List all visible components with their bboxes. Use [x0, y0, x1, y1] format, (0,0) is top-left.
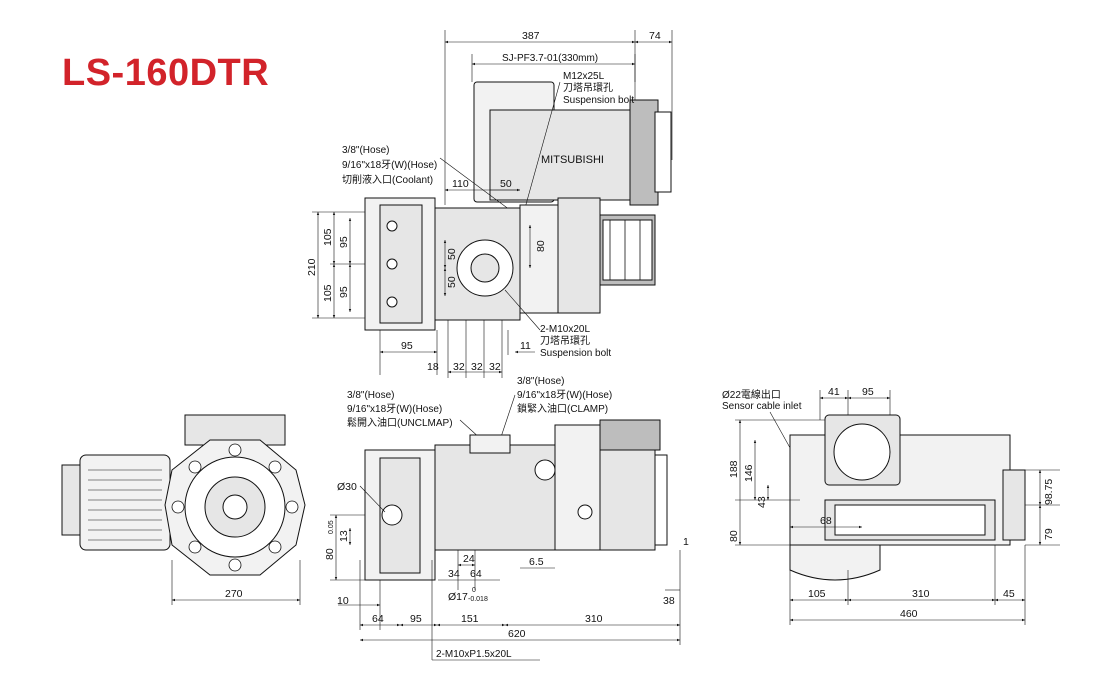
- coolant-note-2: 9/16"x18牙(W)(Hose): [342, 159, 437, 171]
- right-end-cap: [1002, 469, 1026, 541]
- coolant-note-1: 3/8"(Hose): [342, 145, 389, 156]
- dim-34: 34: [448, 568, 460, 580]
- dim-11: 11: [520, 340, 531, 352]
- right-disc-bottom: [789, 544, 881, 581]
- model-title: LS-160DTR: [62, 52, 270, 94]
- unclamp-note-3: 鬆開入油口(UNCLMAP): [347, 416, 453, 429]
- gear-casing: [557, 197, 601, 314]
- dim-41: 41: [828, 386, 840, 398]
- dim-95-bottom: 95: [401, 340, 413, 352]
- dim-79: 79: [1043, 528, 1055, 540]
- thread-note: 2-M10xP1.5x20L: [436, 649, 512, 660]
- top-view: 387 74 SJ-PF3.7-01(330mm) MITSUBISHI M12…: [306, 30, 673, 378]
- side-housing: [434, 444, 556, 551]
- bolt-top-note-3: Suspension bolt: [563, 95, 634, 106]
- unclamp-note-2: 9/16"x18牙(W)(Hose): [347, 403, 442, 415]
- right-view: Ø22電線出口 Sensor cable inlet 41 95 188 80 …: [722, 386, 1060, 625]
- dim-105-b: 105: [322, 284, 334, 302]
- dim-74: 74: [649, 30, 661, 42]
- dim-32-c: 32: [489, 361, 501, 373]
- bolt-top-note-2: 刀塔吊環孔: [563, 81, 613, 94]
- motor-flange: [629, 99, 659, 206]
- motor-cap: [654, 111, 672, 193]
- side-servo: [599, 419, 661, 451]
- dim-64-a: 64: [372, 613, 384, 625]
- turret-face: [379, 204, 423, 324]
- side-view: 3/8"(Hose) 9/16"x18牙(W)(Hose) 鬆開入油口(UNCL…: [324, 376, 689, 661]
- dim-64-b: 64: [470, 568, 482, 580]
- dim-105-right: 105: [808, 588, 826, 600]
- dim-105-a: 105: [322, 228, 334, 246]
- dim-95-side: 95: [410, 613, 422, 625]
- dim-24: 24: [463, 553, 475, 565]
- dim-45: 45: [1003, 588, 1015, 600]
- dim-387: 387: [522, 30, 540, 42]
- dim-98-75: 98.75: [1043, 479, 1055, 505]
- clamp-note-3: 鎖緊入油口(CLAMP): [517, 402, 608, 415]
- dim-13: 13: [338, 530, 350, 542]
- dim-310-side: 310: [585, 613, 603, 625]
- dim-95-b: 95: [338, 286, 350, 298]
- bolt-bot-note-1: 2-M10x20L: [540, 324, 590, 335]
- dim-146: 146: [743, 464, 755, 482]
- dim-6-5: 6.5: [529, 556, 544, 568]
- dim-50-top: 50: [500, 178, 512, 190]
- clamp-note-1: 3/8"(Hose): [517, 376, 564, 387]
- main-casing: [519, 204, 559, 314]
- dim-32-a: 32: [453, 361, 465, 373]
- dim-110: 110: [452, 178, 469, 190]
- dim-50-a: 50: [446, 248, 458, 260]
- front-fan-cover: [79, 454, 171, 551]
- coolant-note-3: 切削液入口(Coolant): [342, 173, 433, 186]
- dim-80-side: 80: [324, 548, 336, 560]
- dim-310-right: 310: [912, 588, 930, 600]
- dim-210: 210: [306, 258, 318, 276]
- dim-d30: Ø30: [337, 481, 357, 493]
- dim-270: 270: [225, 588, 243, 600]
- front-view: 270: [61, 414, 306, 605]
- dim-d17-tol-hi: 0: [472, 587, 476, 594]
- dim-80: 80: [535, 240, 547, 252]
- bolt-bot-note-2: 刀塔吊環孔: [540, 334, 590, 347]
- dim-1: 1: [683, 536, 689, 548]
- dim-50-b: 50: [446, 276, 458, 288]
- dim-18: 18: [427, 361, 439, 373]
- dim-95-right: 95: [862, 386, 874, 398]
- sensor-note-2: Sensor cable inlet: [722, 401, 802, 412]
- motor-label: MITSUBISHI: [541, 154, 604, 166]
- dim-43: 43: [756, 496, 768, 508]
- side-spindle: [381, 504, 403, 526]
- dim-d17: Ø17: [448, 591, 468, 603]
- sensor-note-1: Ø22電線出口: [722, 388, 781, 401]
- dim-32-b: 32: [471, 361, 483, 373]
- clamp-note-2: 9/16"x18牙(W)(Hose): [517, 389, 612, 401]
- dim-d17-tol-lo: -0.018: [468, 596, 488, 603]
- dim-188: 188: [728, 460, 740, 478]
- dim-95-a: 95: [338, 236, 350, 248]
- bolt-bot-note-3: Suspension bolt: [540, 348, 611, 359]
- dim-80-right: 80: [728, 530, 740, 542]
- dim-38: 38: [663, 595, 675, 607]
- side-gear-casing: [554, 424, 601, 551]
- side-motor-casing: [599, 444, 656, 551]
- dim-80-tol: 0.05: [328, 520, 335, 534]
- reducer-note: SJ-PF3.7-01(330mm): [502, 53, 598, 64]
- dim-151: 151: [461, 613, 479, 625]
- dim-10: 10: [337, 595, 349, 607]
- dim-460: 460: [900, 608, 918, 620]
- bolt-top-note-1: M12x25L: [563, 71, 605, 82]
- dim-68: 68: [820, 515, 832, 527]
- unclamp-note-1: 3/8"(Hose): [347, 390, 394, 401]
- dim-620: 620: [508, 628, 526, 640]
